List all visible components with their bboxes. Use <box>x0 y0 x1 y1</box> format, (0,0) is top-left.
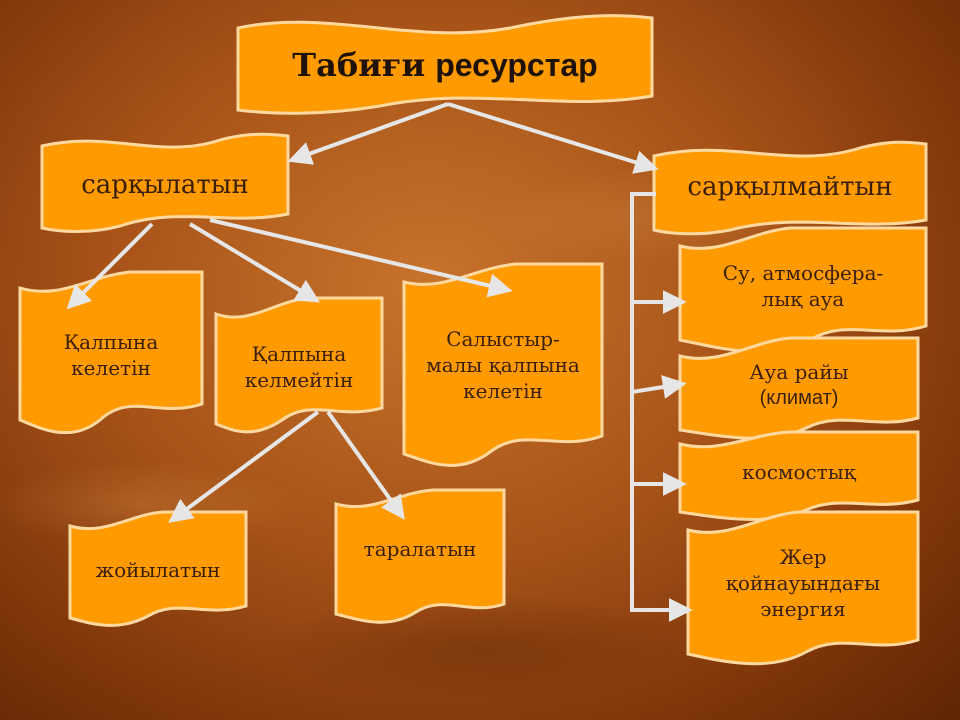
arrow-renewable-to-restorable <box>66 222 154 310</box>
renewable-box <box>40 132 290 233</box>
nonrenewable-bracket <box>630 192 656 612</box>
geothermal-box <box>686 510 920 666</box>
title-word-1: Табиғи <box>292 46 426 85</box>
cosmic-box <box>678 430 920 521</box>
nonrenewable-label: сарқылмайтын <box>687 172 893 203</box>
nonrestorable-label: Қалпына келмейтін <box>244 342 354 392</box>
restorable-label: Қалпына келетін <box>63 330 159 380</box>
arrow-to-climate <box>631 375 687 399</box>
nonrestorable-box <box>214 296 384 434</box>
title-box <box>236 14 654 115</box>
climate-label-line2: (климат) <box>759 387 839 409</box>
relatively-restorable-label: Салыстыр- малы қалпына келетін <box>426 327 580 403</box>
dispersing-label: таралатын <box>363 537 477 561</box>
nonrenewable-box <box>652 140 928 236</box>
arrow-renewable-to-nonrestorable <box>188 222 321 303</box>
page-title: Табиғи ресурстар <box>238 34 652 98</box>
arrow-title-to-nonrenewable <box>447 102 659 174</box>
water-air-label: Су, атмосфера- лық ауа <box>722 261 884 311</box>
depleting-label: жойылатын <box>95 558 221 582</box>
arrow-nonrestorable-to-dispersing <box>326 410 405 520</box>
climate-label-line1: Ауа райы <box>749 360 849 384</box>
climate-label: Ауа райы (климат) <box>680 348 918 422</box>
title-word-2: ресурстар <box>435 47 598 84</box>
arrow-renewable-to-relatively-restorable <box>209 218 513 298</box>
arrow-title-to-renewable <box>287 102 449 165</box>
cosmic-label: космостық <box>742 460 856 484</box>
climate-box <box>678 336 920 440</box>
geothermal-label: Жер қойнауындағы энергия <box>725 545 881 621</box>
arrow-nonrestorable-to-depleting <box>168 410 320 523</box>
depleting-box <box>68 510 248 627</box>
renewable-label: сарқылатын <box>81 170 249 201</box>
